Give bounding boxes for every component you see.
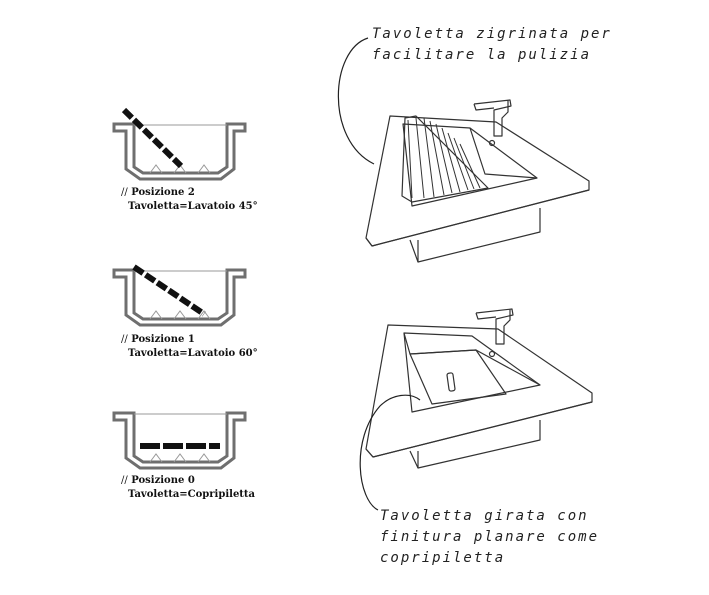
caption-prefix: // <box>121 187 128 198</box>
section-position-0 <box>112 411 247 470</box>
countertop <box>365 115 590 247</box>
tavoletta-board <box>121 107 184 169</box>
tavoletta-board <box>132 264 206 317</box>
caption-detail: Tavoletta=Copripiletta <box>127 489 256 500</box>
sink-top-illustration <box>365 99 590 263</box>
cabinet-body <box>409 420 541 469</box>
basin-inner-wall <box>469 127 538 179</box>
basin-outline <box>112 411 247 470</box>
annotation-line: Tavoletta zigrinata per <box>372 26 612 42</box>
caption-prefix: // <box>121 475 128 486</box>
basin-cavity <box>403 332 541 413</box>
basin-ribs <box>149 453 211 463</box>
caption-title: Posizione 0 <box>131 475 195 486</box>
caption-position-2: // Posizione 2 Tavoletta=Lavatoio 45° <box>121 186 258 214</box>
cabinet-body <box>409 208 541 263</box>
basin-inner-wall <box>403 332 541 386</box>
faucet-icon <box>473 99 512 137</box>
caption-detail: Tavoletta=Lavatoio 45° <box>127 201 258 212</box>
leader-line-bottom <box>359 394 421 511</box>
section-position-1 <box>112 264 247 327</box>
caption-title: Posizione 1 <box>131 334 195 345</box>
annotation-line: finitura planare come <box>380 529 600 545</box>
countertop <box>365 324 593 458</box>
annotation-line: facilitare la pulizia <box>372 47 592 63</box>
tavoletta-zigrinata <box>401 115 489 203</box>
tavoletta-ribs <box>407 117 481 199</box>
countertop-front-edge <box>365 189 590 247</box>
countertop-front-edge <box>365 401 593 458</box>
caption-title: Posizione 2 <box>131 187 195 198</box>
caption-position-1: // Posizione 1 Tavoletta=Lavatoio 60° <box>121 333 258 361</box>
caption-prefix: // <box>121 334 128 345</box>
annotation-top: Tavoletta zigrinata per facilitare la pu… <box>372 24 612 66</box>
section-position-2 <box>112 107 247 181</box>
drain-hole <box>488 350 496 358</box>
leader-line-top <box>337 37 375 165</box>
board-handle-slot <box>446 372 456 392</box>
caption-position-0: // Posizione 0 Tavoletta=Copripiletta <box>121 474 255 502</box>
caption-detail: Tavoletta=Lavatoio 60° <box>127 348 258 359</box>
faucet-icon <box>475 308 514 345</box>
flat-board <box>409 349 507 405</box>
annotation-line: Tavoletta girata con <box>380 508 589 524</box>
drain-hole <box>488 139 496 147</box>
basin-ribs <box>149 310 211 320</box>
basin-outline <box>112 122 247 181</box>
sink-bottom-illustration <box>365 308 593 469</box>
annotation-bottom: Tavoletta girata con finitura planare co… <box>380 506 599 569</box>
annotation-line: copripiletta <box>380 550 506 566</box>
basin-outline <box>112 268 247 327</box>
